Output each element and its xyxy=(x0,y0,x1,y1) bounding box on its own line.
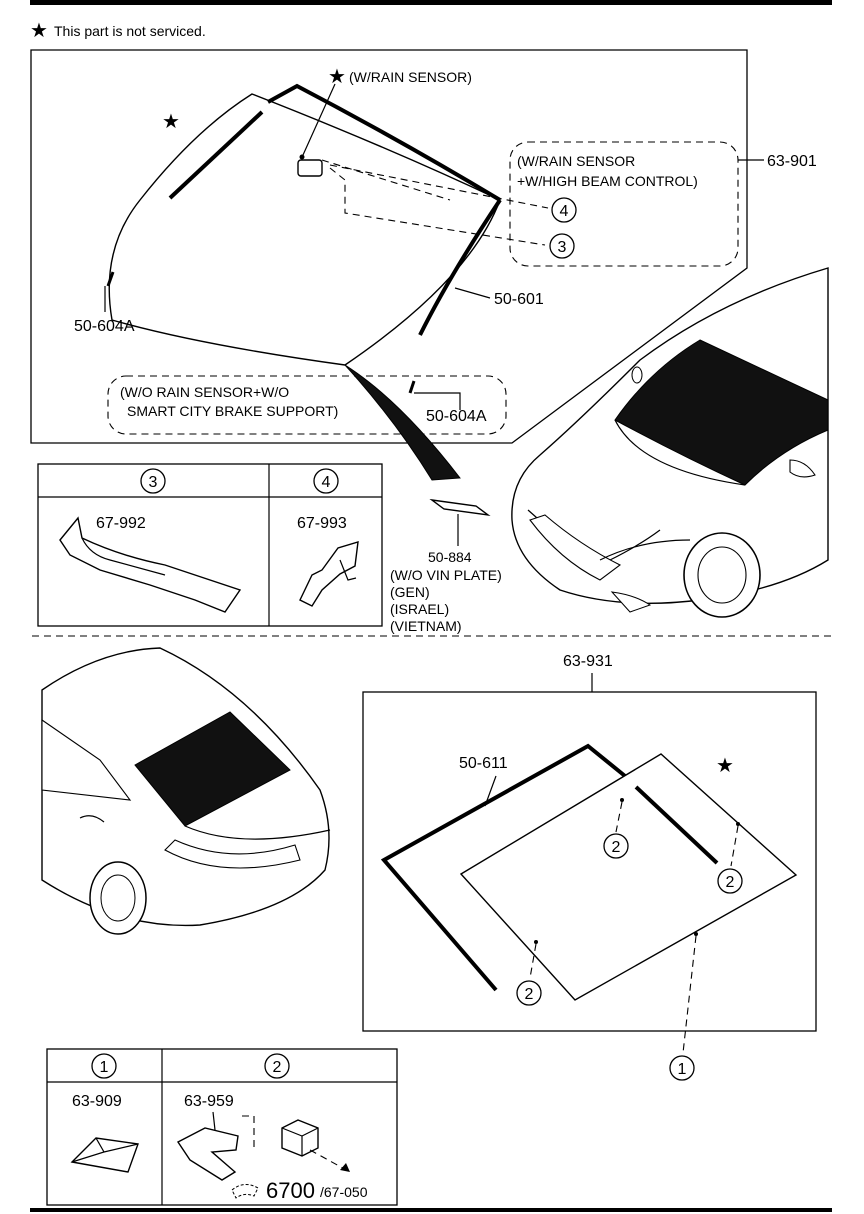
windshield-glass xyxy=(108,93,501,366)
ref-2b-label: 2 xyxy=(726,874,735,891)
ref-3-label: 3 xyxy=(558,239,567,256)
leader-ref-4 xyxy=(329,164,549,209)
part-67-993: 67-993 xyxy=(297,515,347,532)
part-clip-left: 50-604A xyxy=(74,318,135,335)
rear-car-illustration xyxy=(41,647,331,935)
vin-plate xyxy=(429,498,491,517)
part-63-909: 63-909 xyxy=(72,1093,122,1110)
detail-table-top xyxy=(37,463,383,627)
part-windshield: 63-901 xyxy=(767,153,817,170)
no-rain-region xyxy=(107,375,507,435)
arrow-head xyxy=(340,1163,350,1172)
part-ref-6700: 6700 xyxy=(266,1178,315,1203)
ref-2a-label: 2 xyxy=(612,839,621,856)
note-star-icon: ★ xyxy=(30,20,48,42)
sensor-module-part xyxy=(281,1119,319,1157)
vin-cond-l3: (ISRAEL) xyxy=(390,601,449,617)
rain-highbeam-region xyxy=(509,141,739,267)
table-ref-3: 3 xyxy=(149,474,158,491)
leader-ref-2b xyxy=(730,825,739,867)
leader-50-601 xyxy=(454,287,491,299)
callout-rain-highbeam-l1: (W/RAIN SENSOR xyxy=(517,153,635,169)
part-ref-67-050: /67-050 xyxy=(320,1184,368,1200)
part-63-959: 63-959 xyxy=(184,1093,234,1110)
left-strip xyxy=(168,110,264,200)
part-rear-molding: 50-611 xyxy=(459,755,508,772)
table-ref-2-circle xyxy=(264,1053,290,1079)
ref-1-label: 1 xyxy=(678,1061,687,1078)
ref-2a-circle xyxy=(603,833,629,859)
clip-right xyxy=(408,380,416,394)
table-ref-2: 2 xyxy=(273,1059,282,1076)
top-border xyxy=(30,0,832,5)
callout-no-rain-l1: (W/O RAIN SENSOR+W/O xyxy=(120,384,289,400)
ref-2c-circle xyxy=(516,980,542,1006)
ref-2b-circle xyxy=(717,868,743,894)
bottom-border xyxy=(30,1208,832,1212)
clip-left xyxy=(106,271,115,287)
spacer-pad-part xyxy=(70,1137,139,1173)
part-vin: 50-884 xyxy=(428,549,472,565)
leader-rain-sensor xyxy=(302,83,336,156)
ref-3-circle xyxy=(549,233,575,259)
sensor-bracket-part xyxy=(299,541,359,607)
connector-outline xyxy=(231,1184,259,1199)
table-ref-4-circle xyxy=(313,468,339,494)
table-ref-1-circle xyxy=(91,1053,117,1079)
windshield-top-molding xyxy=(267,83,502,202)
rear-bracket-part xyxy=(176,1127,239,1181)
rear-glass xyxy=(459,753,798,1001)
part-rear-glass: 63-931 xyxy=(563,653,613,670)
part-67-992: 67-992 xyxy=(96,515,146,532)
leader-clip-right xyxy=(414,392,461,410)
front-car-illustration xyxy=(511,267,829,618)
rain-sensor-bracket xyxy=(297,159,323,177)
callout-rain-sensor: (W/RAIN SENSOR) xyxy=(349,69,472,85)
rear-glass-frame xyxy=(362,691,817,1032)
ref-1-circle xyxy=(669,1055,695,1081)
rear-window-dark xyxy=(134,711,291,827)
part-clip-right: 50-604A xyxy=(426,408,487,425)
leader-ref-2a xyxy=(615,801,623,833)
note-text: This part is not serviced. xyxy=(54,23,206,39)
rain-sensor-dot xyxy=(299,154,305,160)
leader-ref-1 xyxy=(682,935,697,1054)
ref-4-circle xyxy=(551,197,577,223)
windshield-side-molding xyxy=(418,198,502,336)
table-ref-1: 1 xyxy=(100,1059,109,1076)
ref-2c-label: 2 xyxy=(525,986,534,1003)
leader-bracket xyxy=(242,1115,255,1152)
table-ref-3-circle xyxy=(140,468,166,494)
camera-cover-part xyxy=(59,516,242,613)
rear-strip-star-icon: ★ xyxy=(716,755,734,777)
vin-cond-l2: (GEN) xyxy=(390,584,430,600)
callout-no-rain-l2: SMART CITY BRAKE SUPPORT) xyxy=(127,403,338,419)
table-ref-4: 4 xyxy=(322,474,331,491)
ref-4-label: 4 xyxy=(560,203,569,220)
camera-dashed-outline xyxy=(321,159,546,246)
detail-table-bottom xyxy=(46,1048,398,1206)
rain-sensor-star-icon: ★ xyxy=(328,66,346,88)
leader-50-611 xyxy=(484,775,497,807)
callout-rain-highbeam-l2: +W/HIGH BEAM CONTROL) xyxy=(517,173,698,189)
front-windshield-dark xyxy=(614,339,829,486)
vin-cond-l4: (VIETNAM) xyxy=(390,618,462,634)
strip-star-icon: ★ xyxy=(162,111,180,133)
rear-strip xyxy=(634,785,719,865)
dash-strip xyxy=(344,364,461,481)
vin-cond-l1: (W/O VIN PLATE) xyxy=(390,567,502,583)
part-molding: 50-601 xyxy=(494,291,544,308)
leader-ref-2c xyxy=(529,943,537,979)
windshield-frame xyxy=(30,49,748,444)
